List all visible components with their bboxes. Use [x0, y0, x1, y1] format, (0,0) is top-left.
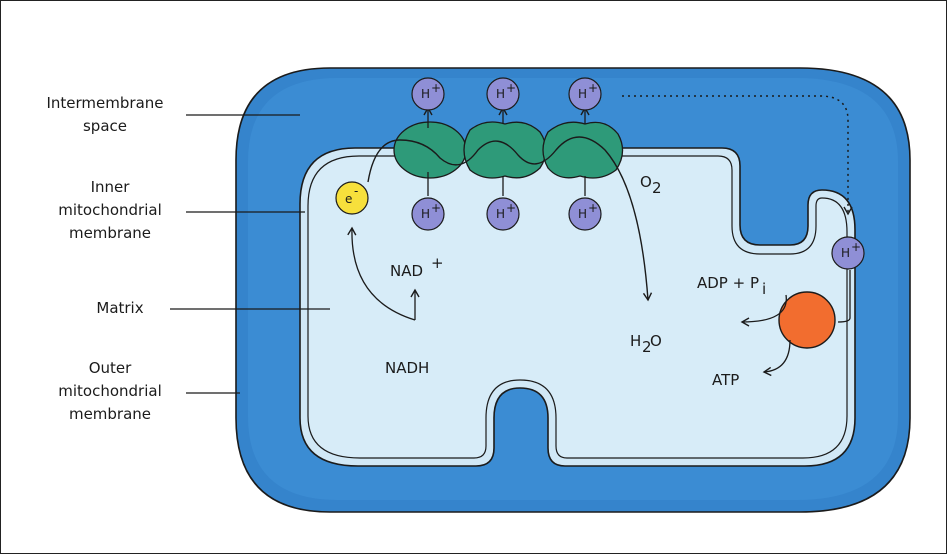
- svg-text:+: +: [588, 81, 598, 95]
- svg-text:+: +: [431, 254, 444, 272]
- svg-text:H: H: [496, 87, 505, 101]
- label-outer-membrane: Outer mitochondrial membrane: [40, 357, 180, 426]
- proton-ims-2: H +: [487, 78, 519, 110]
- svg-text:+: +: [431, 81, 441, 95]
- svg-text:O: O: [650, 332, 662, 350]
- svg-text:+: +: [506, 81, 516, 95]
- svg-text:2: 2: [652, 179, 662, 197]
- atp-label: ATP: [712, 371, 739, 389]
- svg-text:+: +: [588, 201, 598, 215]
- svg-text:+: +: [851, 240, 861, 254]
- svg-text:H: H: [421, 87, 430, 101]
- proton-ims-4: H +: [832, 237, 864, 269]
- label-intermembrane-space: Intermembrane space: [30, 92, 180, 138]
- proton-matrix-1: H +: [412, 198, 444, 230]
- label-matrix: Matrix: [80, 297, 160, 320]
- svg-text:ADP + P: ADP + P: [697, 274, 759, 292]
- svg-text:H: H: [496, 207, 505, 221]
- complex-iv: [543, 122, 623, 178]
- complex-iii: [464, 122, 546, 178]
- svg-text:H: H: [630, 332, 641, 350]
- proton-ims-3: H +: [569, 78, 601, 110]
- label-inner-membrane: Inner mitochondrial membrane: [40, 176, 180, 245]
- complex-i: [394, 122, 466, 178]
- proton-ims-1: H +: [412, 78, 444, 110]
- svg-text:+: +: [506, 201, 516, 215]
- svg-text:NAD: NAD: [390, 262, 423, 280]
- svg-text:H: H: [421, 207, 430, 221]
- proton-matrix-3: H +: [569, 198, 601, 230]
- svg-text:O: O: [640, 173, 652, 191]
- svg-text:H: H: [578, 207, 587, 221]
- svg-text:H: H: [578, 87, 587, 101]
- svg-text:e: e: [345, 192, 352, 206]
- svg-text:i: i: [762, 280, 766, 298]
- nadh-label: NADH: [385, 359, 429, 377]
- electron: e -: [336, 182, 368, 214]
- proton-matrix-2: H +: [487, 198, 519, 230]
- svg-text:+: +: [431, 201, 441, 215]
- atp-synthase: [779, 292, 835, 348]
- svg-text:-: -: [354, 184, 358, 198]
- svg-text:H: H: [841, 246, 850, 260]
